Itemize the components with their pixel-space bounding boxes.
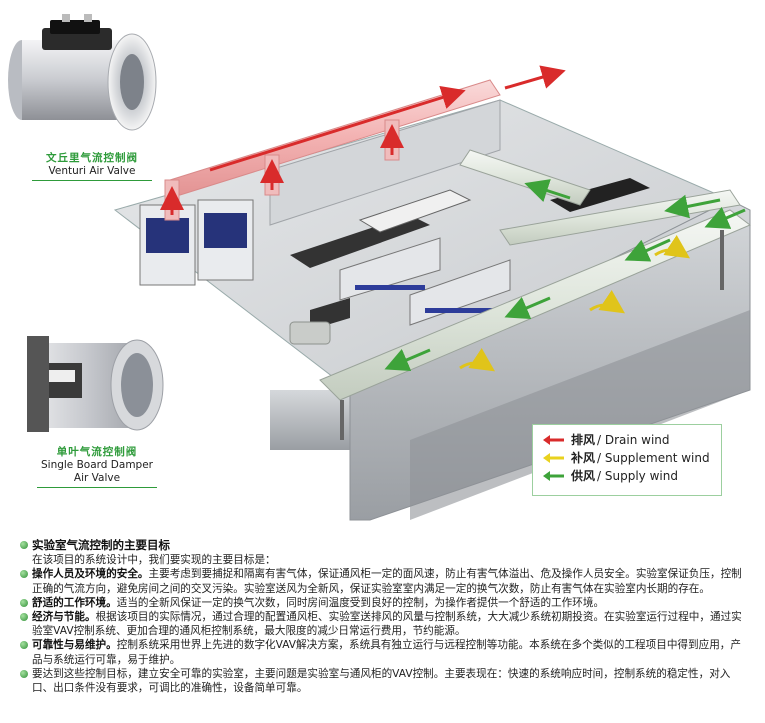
- red-arrow-icon: [543, 435, 564, 445]
- airflow-legend: 排风 / Drain wind 补风 / Supplement wind 供风 …: [532, 424, 722, 496]
- duct-supports: [340, 230, 724, 440]
- single-board-caption-cn: 单叶气流控制阀: [56, 446, 138, 458]
- bullet-icon: [20, 541, 28, 549]
- goal-safety: 操作人员及环境的安全。主要考虑到要捕捉和隔离有害气体，保证通风柜一定的面风速，防…: [18, 567, 748, 595]
- single-board-valve-image: [27, 336, 164, 432]
- supplement-arrows: [459, 235, 690, 372]
- goals-heading: 实验室气流控制的主要目标: [32, 538, 170, 552]
- bullet-icon: [20, 669, 28, 678]
- lab-airflow-diagram: [113, 65, 751, 521]
- legend-supply-en: / Supply wind: [597, 469, 678, 483]
- single-board-valve-panel: 单叶气流控制阀 Single Board Damper Air Valve: [22, 318, 172, 488]
- legend-supply-cn: 供风: [571, 469, 596, 483]
- goal-reliability: 可靠性与易维护。控制系统采用世界上先进的数字化VAV解决方案，系统具有独立运行与…: [18, 638, 748, 666]
- yellow-arrow-icon: [543, 453, 564, 463]
- legend-item-supplement: 补风 / Supplement wind: [543, 449, 715, 467]
- legend-item-drain: 排风 / Drain wind: [543, 431, 715, 449]
- goals-text-section: 实验室气流控制的主要目标 在该项目的系统设计中，我们要实现的主要目标是： 操作人…: [18, 538, 748, 695]
- bullet-icon: [20, 613, 28, 622]
- goal-reliability-lead: 可靠性与易维护。: [32, 639, 117, 652]
- supply-ducts: [289, 149, 751, 401]
- bullet-icon: [20, 598, 28, 607]
- venturi-valve-image: [8, 14, 157, 131]
- back-partition: [269, 99, 501, 226]
- lab-benches: [290, 178, 650, 330]
- bullet-icon: [20, 570, 28, 579]
- venturi-caption-en: Venturi Air Valve: [48, 165, 136, 177]
- legend-drain-cn: 排风: [571, 433, 596, 447]
- venturi-valve-panel: 文丘里气流控制阀 Venturi Air Valve: [2, 10, 182, 190]
- goal-economy-body: 根据该项目的实际情况，通过合理的配置通风柜、实验室送排风的风量与控制系统，大大减…: [32, 611, 742, 638]
- goal-economy-lead: 经济与节能。: [32, 611, 96, 624]
- green-arrow-icon: [543, 471, 564, 481]
- caption-divider: [37, 487, 157, 488]
- legend-supplement-en: / Supplement wind: [597, 451, 710, 465]
- goal-economy: 经济与节能。根据该项目的实际情况，通过合理的配置通风柜、实验室送排风的风量与控制…: [18, 610, 748, 638]
- legend-item-supply: 供风 / Supply wind: [543, 467, 715, 485]
- legend-supplement-cn: 补风: [571, 451, 596, 465]
- single-board-caption-en-line2: Air Valve: [73, 472, 121, 484]
- goals-heading-row: 实验室气流控制的主要目标: [18, 538, 748, 553]
- front-wall: [270, 390, 350, 450]
- legend-drain-en: / Drain wind: [597, 433, 670, 447]
- bullet-icon: [20, 641, 28, 650]
- goal-safety-body: 主要考虑到要捕捉和隔离有害气体，保证通风柜一定的面风速，防止有害气体溢出、危及操…: [32, 568, 742, 595]
- goal-conclusion-body: 要达到这些控制目标，建立安全可靠的实验室，主要问题是实验室与通风柜的VAV控制。…: [32, 667, 731, 695]
- wall-shadow: [410, 310, 750, 520]
- goal-comfort-body: 适当的全新风保证一定的换气次数，同时房间温度受到良好的控制，为操作者提供一个舒适…: [116, 596, 605, 609]
- goal-comfort-lead: 舒适的工作环境。: [32, 596, 117, 609]
- goal-reliability-body: 控制系统采用世界上先进的数字化VAV解决方案，系统具有独立运行与远程控制等功能。…: [32, 639, 741, 666]
- goals-intro: 在该项目的系统设计中，我们要实现的主要目标是：: [32, 554, 276, 567]
- exhaust-ducts: [160, 65, 566, 221]
- goal-conclusion: 要达到这些控制目标，建立安全可靠的实验室，主要问题是实验室与通风柜的VAV控制。…: [18, 667, 748, 695]
- goal-safety-lead: 操作人员及环境的安全。: [32, 568, 149, 581]
- venturi-caption-cn: 文丘里气流控制阀: [46, 152, 138, 164]
- goal-comfort: 舒适的工作环境。适当的全新风保证一定的换气次数，同时房间温度受到良好的控制，为操…: [18, 596, 748, 610]
- caption-divider: [32, 180, 152, 181]
- single-board-caption-en-line1: Single Board Damper: [40, 459, 153, 471]
